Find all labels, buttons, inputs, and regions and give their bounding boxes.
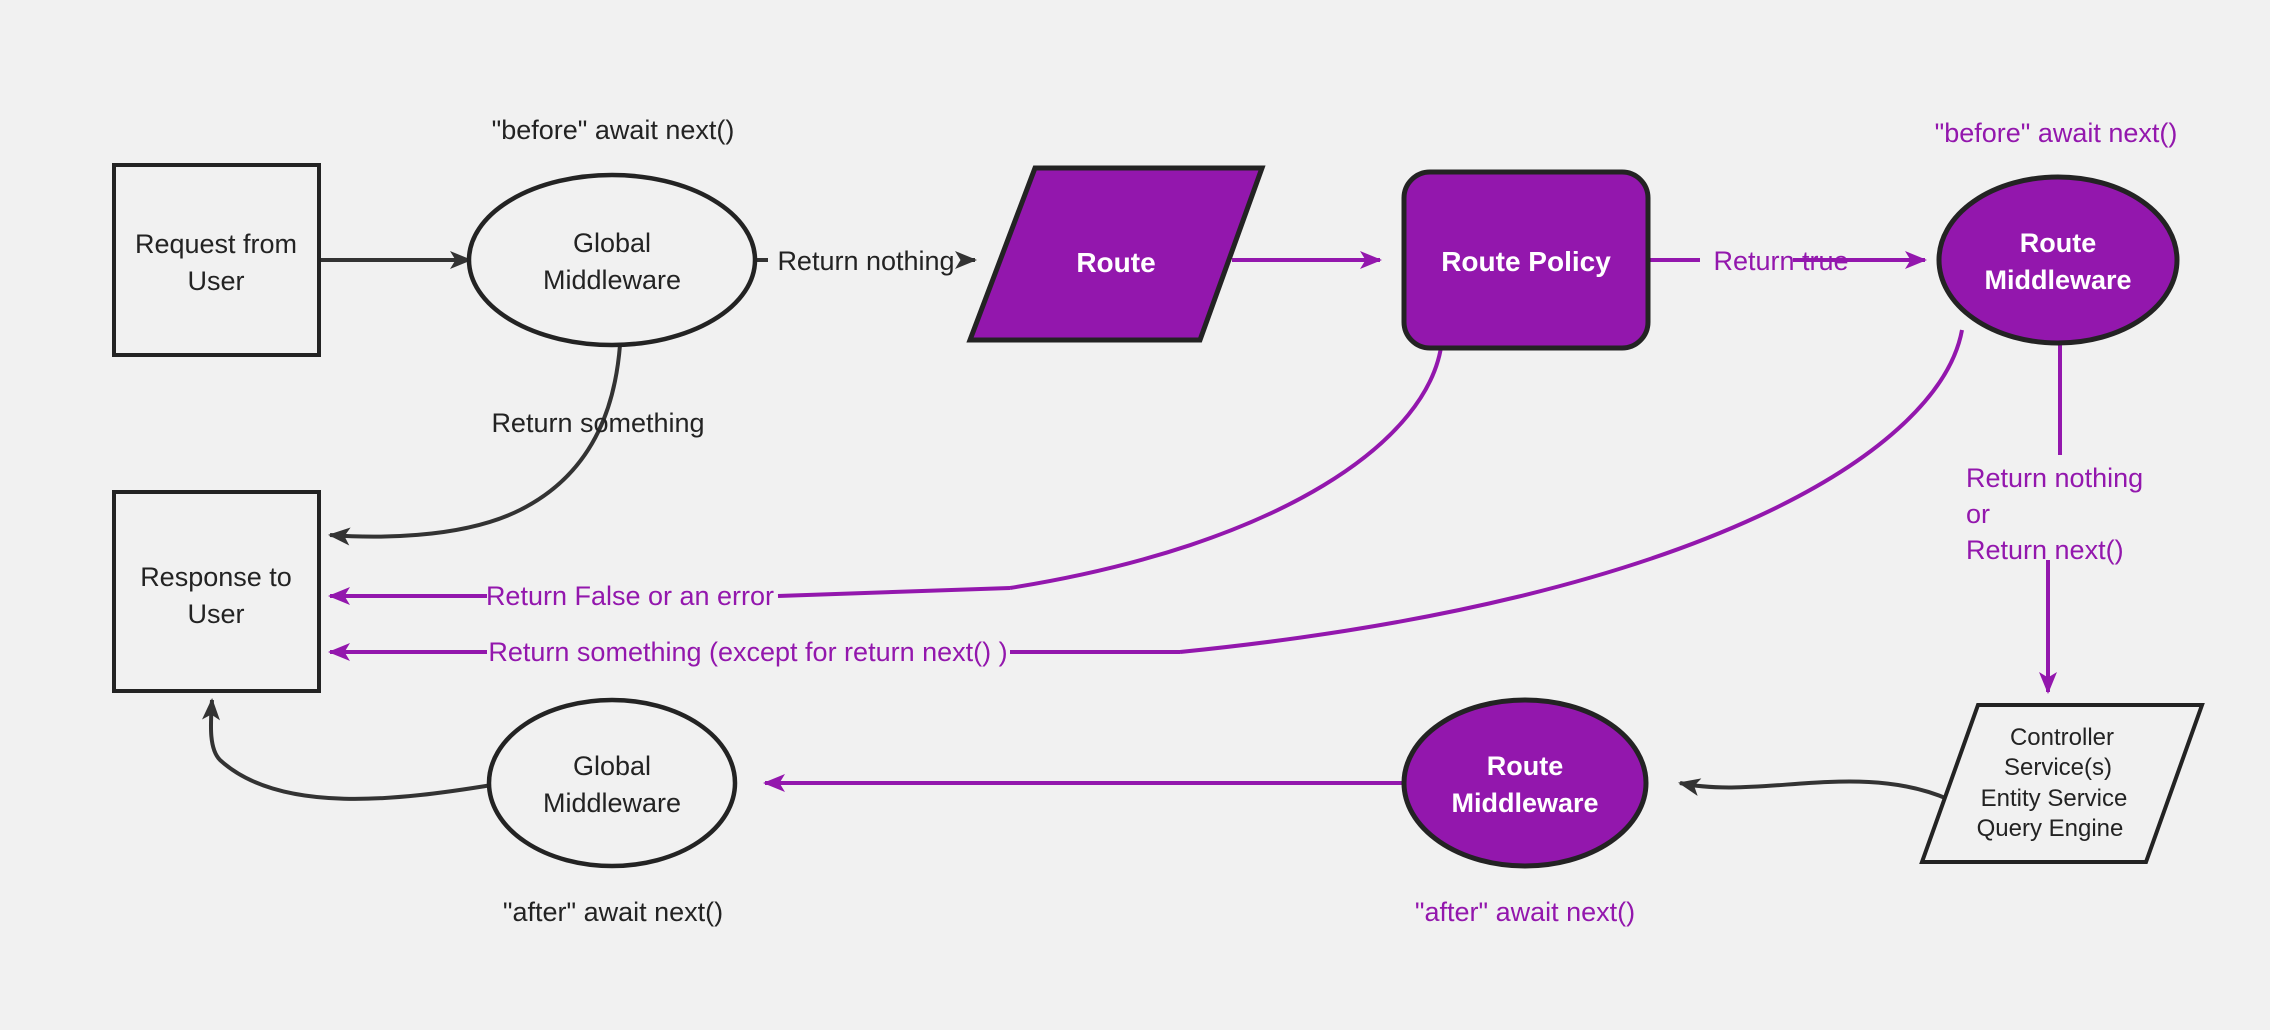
edge-controller-to-route-middleware-after bbox=[1678, 778, 1951, 802]
global-middleware-before-label-line2: Middleware bbox=[543, 265, 681, 295]
node-request-from-user[interactable]: Request from User bbox=[112, 163, 321, 357]
edge-global-middleware-after-to-response bbox=[202, 698, 493, 801]
node-global-middleware-before[interactable]: Global Middleware bbox=[466, 172, 758, 348]
route-policy-label: Route Policy bbox=[1441, 246, 1611, 277]
node-route-middleware-before[interactable]: Route Middleware bbox=[1936, 174, 2180, 346]
node-route-middleware-after[interactable]: Route Middleware bbox=[1401, 697, 1649, 869]
request-from-user-label-line2: User bbox=[187, 266, 244, 296]
edge-label-return-nothing-or-next-line1: Return nothing bbox=[1966, 463, 2143, 493]
annotation-before-await-next-route: "before" await next() bbox=[1935, 118, 2178, 148]
edge-route-middleware-to-controller bbox=[2039, 330, 2062, 694]
edge-label-return-something-global: Return something bbox=[491, 408, 704, 438]
node-route-policy[interactable]: Route Policy bbox=[1401, 169, 1651, 351]
edge-label-return-nothing: Return nothing bbox=[777, 246, 954, 276]
annotation-after-await-next-global: "after" await next() bbox=[503, 897, 723, 927]
route-middleware-after-label-line2: Middleware bbox=[1451, 788, 1598, 818]
edge-global-middleware-to-response bbox=[328, 344, 622, 546]
response-to-user-label-line2: User bbox=[187, 599, 244, 629]
route-middleware-before-label-line1: Route bbox=[2020, 228, 2097, 258]
response-to-user-label-line1: Response to bbox=[140, 562, 292, 592]
controller-label-line2: Service(s) bbox=[2004, 754, 2112, 781]
node-route[interactable]: Route bbox=[966, 165, 1266, 343]
edge-label-return-nothing-or-next-line2: or bbox=[1966, 499, 1990, 529]
edge-label-return-nothing-or-next-line3: Return next() bbox=[1966, 535, 2124, 565]
controller-label-line3: Entity Service bbox=[1981, 785, 2128, 812]
annotation-before-await-next-global: "before" await next() bbox=[492, 115, 735, 145]
global-middleware-after-label-line2: Middleware bbox=[543, 788, 681, 818]
controller-label-line4: Query Engine bbox=[1977, 815, 2124, 842]
global-middleware-after-label-line1: Global bbox=[573, 751, 651, 781]
request-from-user-label-line1: Request from bbox=[135, 229, 297, 259]
node-response-to-user[interactable]: Response to User bbox=[112, 490, 321, 693]
annotation-after-await-next-route: "after" await next() bbox=[1415, 897, 1635, 927]
controller-label-line1: Controller bbox=[2010, 724, 2114, 751]
route-middleware-after-label-line1: Route bbox=[1487, 751, 1564, 781]
edge-label-return-false-or-error: Return False or an error bbox=[486, 581, 774, 611]
global-middleware-before-label-line1: Global bbox=[573, 228, 651, 258]
edge-label-return-something-except-next: Return something (except for return next… bbox=[488, 637, 1007, 667]
route-label: Route bbox=[1076, 247, 1155, 278]
edge-route-middleware-to-response bbox=[328, 329, 1964, 661]
edge-label-return-true: Return true bbox=[1713, 246, 1848, 276]
edge-route-policy-to-response bbox=[328, 339, 1444, 605]
node-controller[interactable]: Controller Service(s) Entity Service Que… bbox=[1919, 703, 2205, 864]
node-global-middleware-after[interactable]: Global Middleware bbox=[486, 697, 738, 869]
route-middleware-before-label-line2: Middleware bbox=[1984, 265, 2131, 295]
